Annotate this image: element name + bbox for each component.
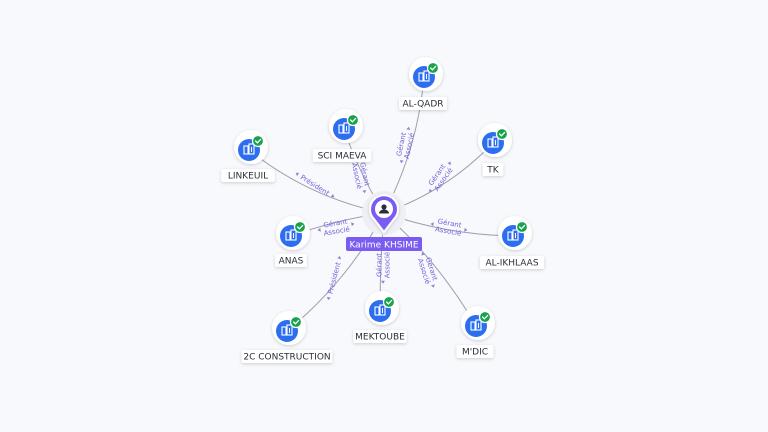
verified-check-icon xyxy=(289,315,303,329)
company-node-linkeuil[interactable]: LINKEUIL xyxy=(221,130,275,182)
verified-check-icon xyxy=(382,295,396,309)
building-icon xyxy=(285,229,297,241)
company-label-box xyxy=(353,330,407,343)
center-name: Karime KHSIME xyxy=(349,241,418,251)
company-name: AL-IKHLAAS xyxy=(485,259,538,269)
company-label-box xyxy=(482,163,504,176)
arrow-right-icon xyxy=(464,227,468,232)
company-name: ANAS xyxy=(279,257,304,267)
verified-check-icon xyxy=(346,113,360,127)
verified-check-icon xyxy=(251,134,265,148)
company-node-mektoube[interactable]: MEKTOUBE xyxy=(353,291,407,343)
company-label-box xyxy=(312,149,372,162)
arrow-right-icon xyxy=(351,222,355,227)
building-icon xyxy=(507,229,519,241)
building-icon xyxy=(281,324,293,336)
center-name-badge xyxy=(346,237,422,251)
person-pin-icon xyxy=(369,194,399,234)
building-icon xyxy=(243,143,255,155)
arrow-right-icon xyxy=(330,193,335,198)
person-icon xyxy=(381,204,387,210)
arrow-right-icon xyxy=(430,284,435,288)
arrow-right-icon xyxy=(337,255,342,260)
company-label-box xyxy=(241,350,333,363)
arrow-right-icon xyxy=(406,126,411,131)
company-label-box xyxy=(456,345,494,358)
arrow-left-icon xyxy=(421,252,426,256)
arrow-left-icon xyxy=(326,296,331,301)
arrow-left-icon xyxy=(429,188,433,193)
company-label-box xyxy=(399,97,447,110)
building-icon xyxy=(470,319,482,331)
company-name: M'DIC xyxy=(462,348,488,358)
company-label-box xyxy=(275,254,307,267)
company-node-2c-construction[interactable]: 2C CONSTRUCTION xyxy=(241,311,333,363)
verified-check-icon xyxy=(478,310,492,324)
arrow-right-icon xyxy=(362,189,367,194)
building-icon xyxy=(487,136,499,148)
arrow-left-icon xyxy=(317,227,321,232)
company-label-box xyxy=(221,169,275,182)
company-name: SCI MAEVA xyxy=(318,152,368,162)
company-node-al-ikhlaas[interactable]: AL-IKHLAAS xyxy=(480,216,544,269)
arrow-left-icon xyxy=(430,222,434,227)
arrow-left-icon xyxy=(381,280,385,284)
role-label: Associé xyxy=(384,252,392,278)
center-person-node[interactable]: Karime KHSIME xyxy=(346,191,422,251)
verified-check-icon xyxy=(495,127,509,141)
company-name: LINKEUIL xyxy=(228,172,268,182)
arrow-left-icon xyxy=(295,172,300,177)
verified-check-icon xyxy=(426,61,440,75)
arrow-left-icon xyxy=(399,159,404,164)
company-node-sci-maeva[interactable]: SCI MAEVA xyxy=(312,109,372,162)
company-node-mdic[interactable]: M'DIC xyxy=(456,306,496,358)
building-icon xyxy=(338,122,350,134)
verified-check-icon xyxy=(293,220,307,234)
edge-role-labels: Président xyxy=(295,172,335,198)
company-node-anas[interactable]: ANAS xyxy=(275,216,310,267)
company-name: TK xyxy=(486,166,499,176)
verified-check-icon xyxy=(515,220,529,234)
role-label: Gérant xyxy=(376,253,384,277)
building-icon xyxy=(418,70,430,82)
company-node-al-qadr[interactable]: AL-QADR xyxy=(399,57,447,110)
company-label-box xyxy=(480,256,544,269)
company-node-tk[interactable]: TK xyxy=(478,123,512,176)
edge-role-labels: Président xyxy=(326,255,343,301)
building-icon xyxy=(374,304,386,316)
company-name: MEKTOUBE xyxy=(355,333,405,343)
company-name: AL-QADR xyxy=(402,100,443,110)
arrow-right-icon xyxy=(447,161,451,166)
company-name: 2C CONSTRUCTION xyxy=(243,353,330,363)
